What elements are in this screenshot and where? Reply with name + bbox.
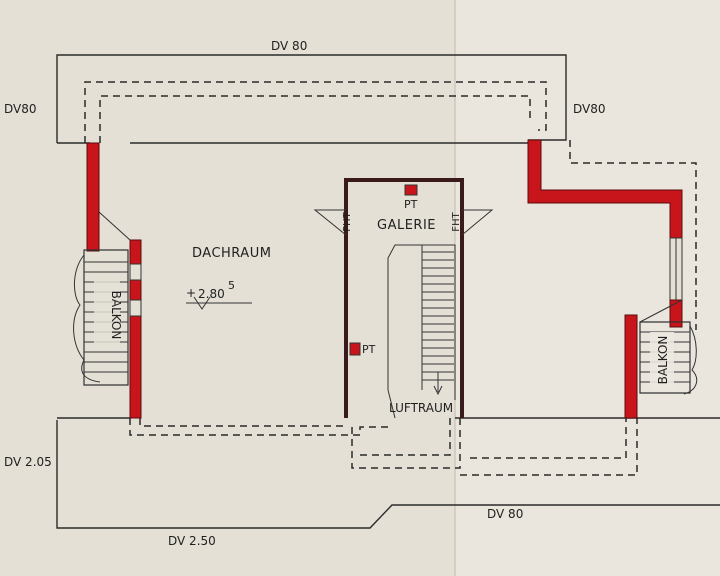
dv250-label: DV 2.50 (168, 534, 216, 548)
level-superscript-label: 5 (228, 279, 235, 292)
svg-text:+: + (186, 286, 196, 300)
dv80-right-label: DV80 (573, 102, 606, 116)
level-marker: + (186, 286, 252, 310)
balcony-right: BALKON (624, 314, 698, 419)
gallery-core (313, 178, 494, 419)
fht-left-label: FHT (342, 211, 353, 231)
wall-left (86, 142, 142, 419)
dv205-label: DV 2.05 (4, 455, 52, 469)
dv80-bottom-label: DV 80 (487, 507, 523, 521)
pt-top-label: PT (404, 198, 418, 211)
roof-overhang-right (569, 140, 697, 330)
pt-side-label: PT (362, 343, 376, 356)
luftraum-label: LUFTRAUM (389, 401, 453, 415)
dv80-left-label: DV80 (4, 102, 37, 116)
roof-overhang-bottom (56, 330, 720, 529)
level-value-label: 2.80 (198, 287, 225, 301)
dv80-top-label: DV 80 (271, 39, 307, 53)
roof-overhang-top (56, 54, 567, 144)
fht-right-label: FHT (451, 211, 462, 231)
balcony-left: BALKON (73, 249, 129, 386)
balkon-left-label: BALKON (109, 291, 123, 340)
balkon-right-label: BALKON (656, 336, 670, 385)
dachraum-label: DACHRAUM (192, 246, 271, 261)
galerie-label: GALERIE (377, 218, 436, 233)
wall-upper-right (527, 139, 683, 328)
